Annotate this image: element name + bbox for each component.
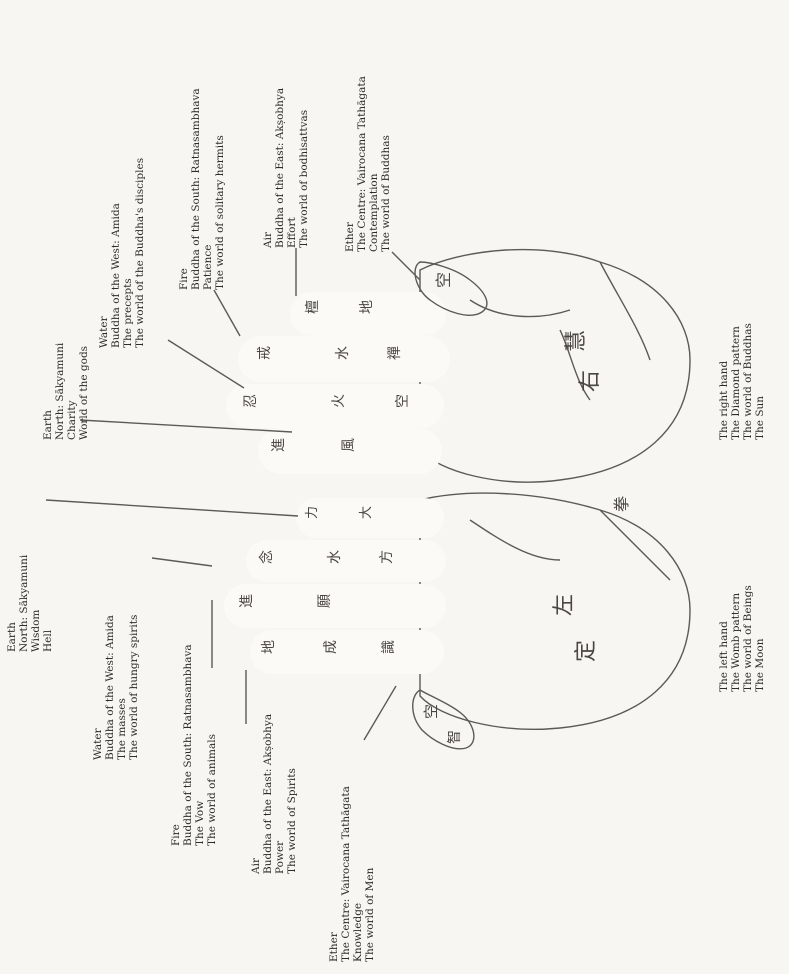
left-finger-glyph: 方 <box>379 550 395 564</box>
leader-right-ether <box>391 251 421 281</box>
left-finger-glyph: 念 <box>259 550 275 564</box>
right-finger-glyph: 地 <box>359 300 375 314</box>
left-palm-glyph: 定 <box>574 639 600 663</box>
right-thumb-glyph: 空 <box>434 271 454 289</box>
right-finger-glyph: 忍 <box>243 394 259 408</box>
left-finger-glyph: 大 <box>359 505 375 520</box>
leader-right-water <box>167 339 245 389</box>
left-hand-outline <box>224 492 691 750</box>
left-finger-glyph: 力 <box>305 505 321 520</box>
left-finger-glyph: 水 <box>327 550 343 564</box>
right-finger-glyph: 風 <box>341 438 357 452</box>
right-finger-glyph: 檀 <box>305 300 321 314</box>
right-palm-glyph: 慧 <box>564 329 590 353</box>
left-middle-finger <box>224 584 446 628</box>
left-thumb <box>412 689 475 750</box>
right-thumb <box>414 261 488 316</box>
wrist-glyph: 拳 <box>612 495 632 513</box>
right-ring-finger <box>238 336 450 382</box>
left-ring-finger <box>246 540 446 582</box>
right-finger-glyph: 戒 <box>257 346 273 360</box>
right-index-finger <box>258 428 442 474</box>
right-middle-finger <box>226 384 444 428</box>
leader-left-earth <box>45 499 299 517</box>
left-finger-glyph: 空 <box>422 703 441 720</box>
left-palm-glyph: 左 <box>552 593 578 617</box>
left-finger-glyph: 成 <box>323 640 339 654</box>
right-hand-outline <box>226 248 691 483</box>
left-little-finger <box>296 498 444 538</box>
leader-left-ether <box>363 685 397 741</box>
leader-right-fire <box>213 289 241 337</box>
right-finger-glyph: 空 <box>395 394 411 408</box>
right-finger-glyph: 禪 <box>387 346 403 360</box>
leader-right-earth <box>79 419 293 433</box>
left-finger-glyph: 進 <box>239 594 255 608</box>
right-finger-glyph: 進 <box>271 438 287 452</box>
left-finger-glyph: 願 <box>317 594 333 608</box>
leader-left-water <box>151 557 213 567</box>
left-finger-glyph: 識 <box>381 640 397 654</box>
right-finger-glyph: 水 <box>335 346 351 360</box>
left-finger-glyph: 地 <box>261 640 277 654</box>
right-little-finger <box>290 292 446 336</box>
right-palm-glyph: 右 <box>578 369 604 393</box>
left-index-finger <box>250 630 444 674</box>
right-finger-glyph: 火 <box>331 394 347 408</box>
left-finger-glyph: 智 <box>447 730 463 744</box>
